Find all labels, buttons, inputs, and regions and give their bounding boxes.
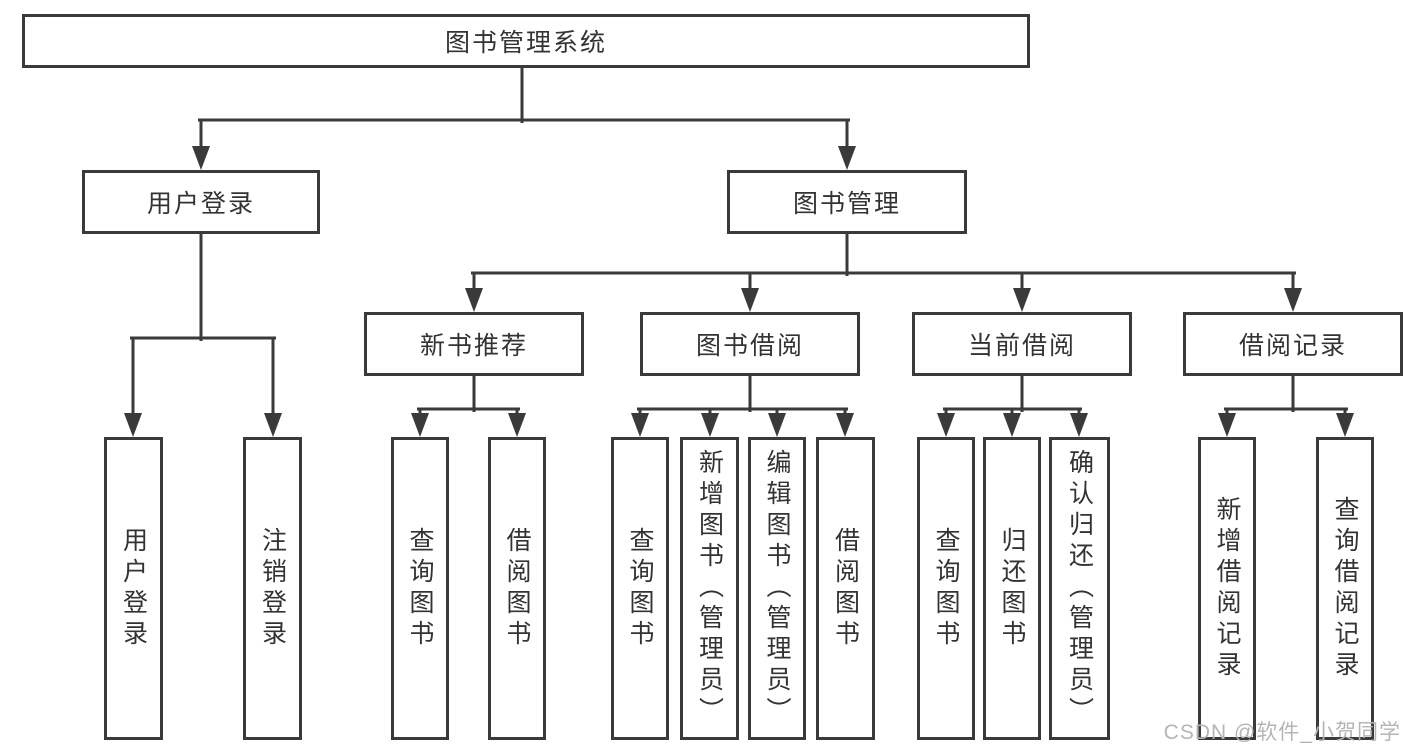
- leaf-query-books-current: 查询图书: [917, 437, 975, 740]
- leaf-logout-label: 注销登录: [258, 526, 287, 651]
- leaf-edit-book-admin: 编辑图书（管理员）: [748, 437, 806, 740]
- leaf-borrow-books-label: 借阅图书: [831, 526, 860, 651]
- node-book-management: 图书管理: [727, 170, 967, 234]
- leaf-return-books: 归还图书: [983, 437, 1041, 740]
- node-borrow-records-label: 借阅记录: [1238, 332, 1347, 360]
- arrowheads: [124, 146, 1354, 437]
- leaf-query-books-current-label: 查询图书: [932, 526, 960, 651]
- node-current-borrowing: 当前借阅: [912, 312, 1132, 376]
- node-current-borrowing-label: 当前借阅: [967, 332, 1076, 360]
- leaf-query-books-borrowing-label: 查询图书: [626, 526, 654, 651]
- leaf-logout: 注销登录: [243, 437, 302, 740]
- node-library-management-system: 图书管理系统: [22, 14, 1030, 68]
- leaf-query-books-borrowing: 查询图书: [611, 437, 669, 740]
- leaf-borrow-books-recommend-label: 借阅图书: [503, 526, 531, 651]
- node-new-book-recommend-label: 新书推荐: [419, 332, 528, 360]
- node-borrow-records: 借阅记录: [1183, 312, 1403, 376]
- leaf-add-book-admin: 新增图书（管理员）: [680, 437, 739, 740]
- node-book-borrowing: 图书借阅: [640, 312, 860, 376]
- leaf-confirm-return-admin-label: 确认归还（管理员）: [1065, 449, 1094, 728]
- node-user-login-label: 用户登录: [146, 190, 255, 218]
- leaf-user-login: 用户登录: [104, 437, 163, 740]
- leaf-edit-book-admin-label: 编辑图书（管理员）: [763, 449, 791, 728]
- node-library-management-system-label: 图书管理系统: [444, 29, 607, 57]
- watermark: CSDN @软件_小贺同学: [1163, 721, 1401, 744]
- leaf-query-books-recommend: 查询图书: [391, 437, 449, 740]
- leaf-add-borrow-record: 新增借阅记录: [1198, 437, 1256, 740]
- node-new-book-recommend: 新书推荐: [364, 312, 584, 376]
- leaf-confirm-return-admin: 确认归还（管理员）: [1049, 437, 1110, 740]
- node-book-borrowing-label: 图书借阅: [695, 332, 804, 360]
- leaf-query-borrow-record-label: 查询借阅记录: [1331, 495, 1359, 682]
- leaf-borrow-books-recommend: 借阅图书: [488, 437, 546, 740]
- leaf-add-borrow-record-label: 新增借阅记录: [1213, 495, 1241, 682]
- leaf-user-login-label: 用户登录: [119, 526, 148, 651]
- leaf-query-books-recommend-label: 查询图书: [406, 526, 434, 651]
- node-user-login: 用户登录: [82, 170, 320, 234]
- leaf-query-borrow-record: 查询借阅记录: [1316, 437, 1374, 740]
- leaf-add-book-admin-label: 新增图书（管理员）: [695, 449, 724, 728]
- leaf-return-books-label: 归还图书: [998, 526, 1026, 651]
- leaf-borrow-books: 借阅图书: [816, 437, 875, 740]
- node-book-management-label: 图书管理: [792, 190, 901, 218]
